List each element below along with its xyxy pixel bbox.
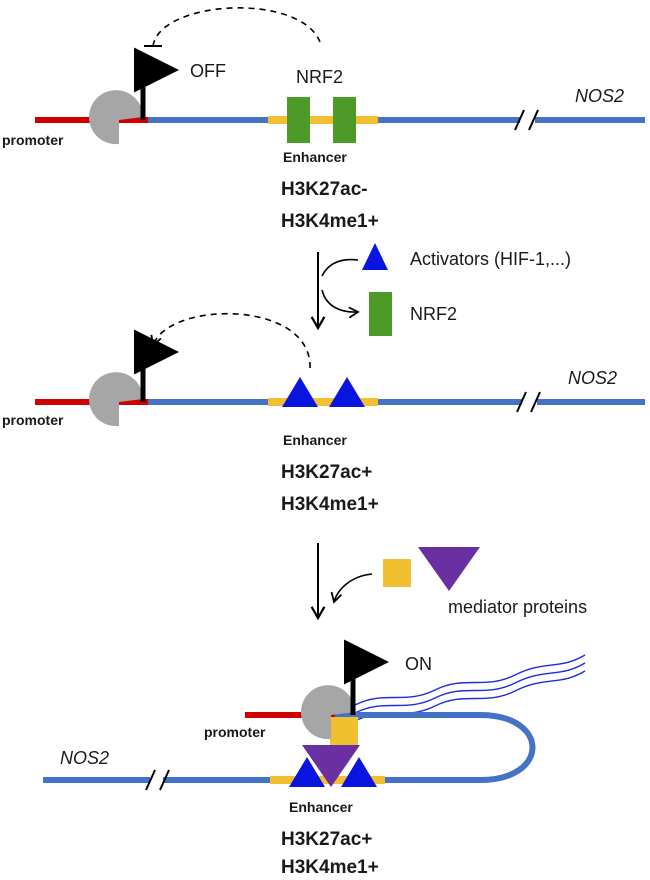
nrf2-box xyxy=(333,97,356,143)
activator-triangle-icon xyxy=(362,243,388,270)
incoming-activator-arrow xyxy=(321,258,359,277)
panel-3-on-state: ON promoter NOS2 Enhancer H3K27ac+ H3K4m… xyxy=(43,639,586,878)
mediator-triangle-icon xyxy=(302,745,360,787)
step-1-activator-exchange: Activators (HIF-1,...) NRF2 xyxy=(310,243,571,336)
activators-label: Activators (HIF-1,...) xyxy=(410,249,571,269)
repression-dashed-arc xyxy=(152,7,321,47)
nrf2-label: NRF2 xyxy=(296,67,343,87)
incoming-mediator-arrow xyxy=(330,573,373,604)
activator-triangle-icon xyxy=(329,377,365,407)
mrna-transcripts xyxy=(354,654,586,722)
mediator-triangle-icon xyxy=(418,547,480,591)
released-nrf2-label: NRF2 xyxy=(410,304,457,324)
dna-break-icon xyxy=(516,391,541,413)
tss-arrow-icon xyxy=(134,47,179,120)
activator-triangle-icon xyxy=(341,757,377,787)
dna-break-icon xyxy=(145,769,170,791)
panel-1-off-state: OFF NRF2 NOS2 promoter Enhancer H3K27ac-… xyxy=(2,7,645,232)
enhancer-label: Enhancer xyxy=(283,149,347,165)
dna-strand xyxy=(330,712,536,783)
state-label: OFF xyxy=(190,61,226,81)
mediator-square-icon xyxy=(330,717,358,745)
enhancer-label: Enhancer xyxy=(289,799,353,815)
panel-2-primed-state: NOS2 promoter Enhancer H3K27ac+ H3K4me1+ xyxy=(2,312,645,515)
looping-dashed-arc xyxy=(150,312,311,369)
enhancer-label: Enhancer xyxy=(283,432,347,448)
dna-break-icon xyxy=(514,109,539,131)
polymerase-icon xyxy=(89,90,143,145)
promoter-label: promoter xyxy=(2,132,64,148)
gene-label: NOS2 xyxy=(60,748,109,768)
histone-mark-h3k27ac: H3K27ac+ xyxy=(281,462,372,483)
tss-arrow-icon xyxy=(344,639,389,715)
promoter-label: promoter xyxy=(2,412,64,428)
step-2-mediator-recruitment: mediator proteins xyxy=(310,543,587,621)
histone-mark-h3k4me1: H3K4me1+ xyxy=(281,494,379,515)
polymerase-icon xyxy=(89,372,143,427)
tss-arrow-icon xyxy=(134,329,179,402)
state-label: ON xyxy=(405,654,432,674)
promoter-label: promoter xyxy=(204,724,266,740)
histone-mark-h3k4me1: H3K4me1+ xyxy=(281,211,379,232)
histone-mark-h3k27ac: H3K27ac- xyxy=(281,179,368,200)
histone-mark-h3k27ac: H3K27ac+ xyxy=(281,829,372,850)
activator-triangle-icon xyxy=(282,377,318,407)
nrf2-box xyxy=(287,97,310,143)
gene-label: NOS2 xyxy=(568,368,617,388)
mediator-square-icon xyxy=(383,559,411,587)
mediator-proteins-label: mediator proteins xyxy=(448,597,587,617)
gene-label: NOS2 xyxy=(575,86,624,106)
histone-mark-h3k4me1: H3K4me1+ xyxy=(281,857,379,878)
activator-triangle-icon xyxy=(289,757,325,787)
polymerase-icon xyxy=(301,685,355,740)
outgoing-nrf2-arrow xyxy=(321,289,360,319)
released-nrf2-box xyxy=(369,292,392,336)
